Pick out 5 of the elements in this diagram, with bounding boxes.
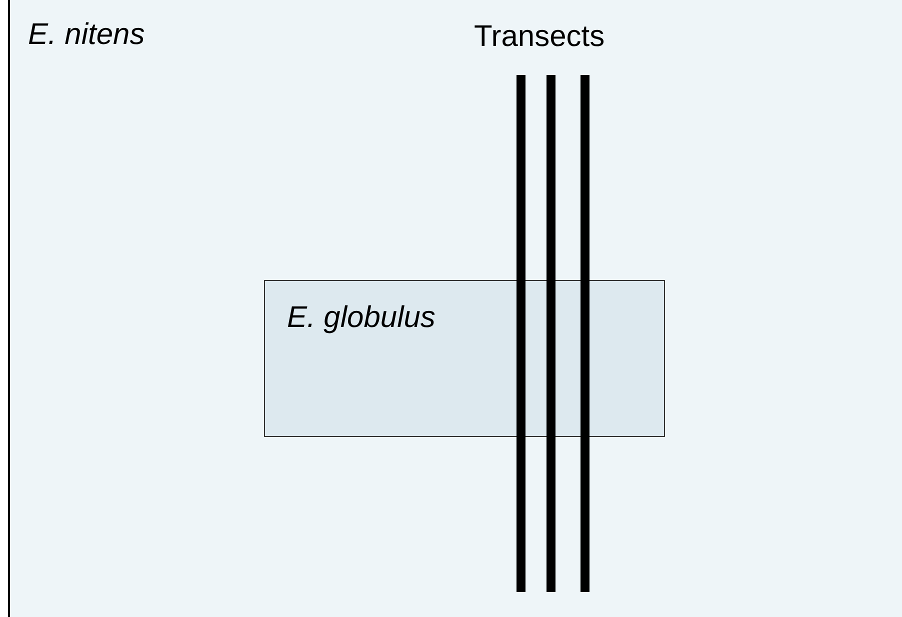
transect-label: Transects (474, 20, 605, 54)
region-box (8, 0, 902, 617)
region-label: E. nitens (28, 18, 145, 52)
region-label: E. globulus (287, 301, 436, 335)
region-box (264, 280, 665, 437)
